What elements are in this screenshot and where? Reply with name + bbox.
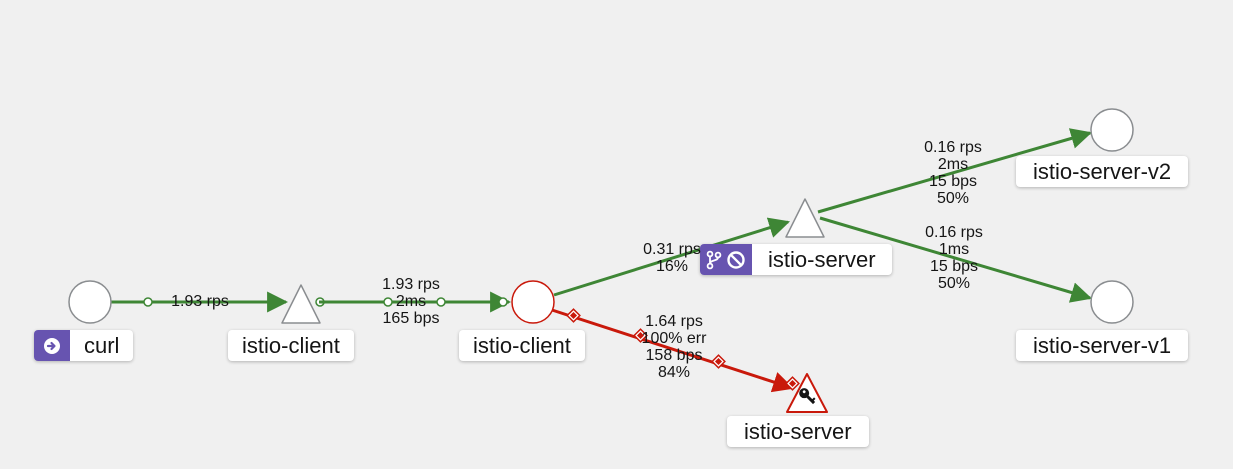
node-istio-server-v1[interactable]: [1090, 280, 1134, 324]
edge-label-istio-client-to-app: 1.93 rps 2ms 165 bps: [382, 276, 440, 327]
edge-label-curl-to-istio-client: 1.93 rps: [171, 293, 229, 310]
node-label-text: istio-server: [744, 418, 852, 444]
arrow-circle-right-icon: [44, 337, 60, 354]
edge-label-line: 1ms: [938, 241, 970, 258]
ban-icon: [727, 250, 745, 269]
node-istio-server-service[interactable]: [785, 198, 825, 238]
node-label-curl[interactable]: curl: [34, 330, 134, 361]
node-label-text: curl: [84, 332, 120, 358]
node-label-text: istio-server-v2: [1033, 158, 1172, 184]
edge-label-line: 100% err: [641, 330, 707, 347]
badge: [34, 330, 70, 361]
edge-traffic-dot: [436, 297, 446, 307]
edge-label-line: 50%: [937, 275, 971, 292]
edge-label-istio-server-to-v1: 0.16 rps 1ms 15 bps 50%: [925, 224, 983, 292]
code-branch-icon: [706, 250, 722, 269]
edge-label-line: 16%: [655, 258, 689, 275]
edge-label-line: 15 bps: [928, 173, 978, 190]
edge-label-line: 1.93 rps: [382, 276, 440, 293]
edge-label-line: 84%: [657, 364, 691, 381]
node-istio-server-error[interactable]: [786, 373, 828, 413]
error-traffic-marker-dots: [569, 311, 797, 388]
node-label-istio-server-service[interactable]: istio-server: [700, 244, 892, 275]
node-istio-client-service[interactable]: [281, 284, 321, 324]
node-label-istio-server-v2[interactable]: istio-server-v2: [1016, 156, 1189, 187]
badge: [700, 244, 752, 275]
edge-label-line: 2ms: [937, 156, 969, 173]
edge-label-line: 158 bps: [645, 347, 703, 364]
node-istio-client-app[interactable]: [511, 280, 555, 324]
edge-label-line: 15 bps: [929, 258, 979, 275]
edge-label-line: 165 bps: [382, 310, 440, 327]
edge-istio-server-to-v2[interactable]: [817, 128, 1093, 214]
edge-label-line: 0.31 rps: [643, 241, 701, 258]
edge-label-istio-server-to-v2: 0.16 rps 2ms 15 bps 50%: [924, 139, 982, 207]
edge-istio-client-to-istio-server-error[interactable]: [551, 308, 794, 393]
node-label-istio-client-app[interactable]: istio-client: [459, 330, 585, 361]
node-label-istio-server-v1[interactable]: istio-server-v1: [1016, 330, 1189, 361]
edge-istio-server-to-v1[interactable]: [819, 216, 1093, 303]
edge-label-line: 0.16 rps: [924, 139, 982, 156]
node-label-istio-client-service[interactable]: istio-client: [228, 330, 354, 361]
node-label-text: istio-server: [768, 246, 876, 272]
edge-label-line: 1.64 rps: [645, 313, 703, 330]
edge-label-line: 2ms: [395, 293, 427, 310]
node-curl[interactable]: [68, 280, 112, 324]
node-istio-server-v2[interactable]: [1090, 108, 1134, 152]
edge-traffic-dot: [143, 297, 153, 307]
edge-label-line: 50%: [936, 190, 970, 207]
node-label-text: istio-server-v1: [1033, 332, 1172, 358]
edge-label-app-to-istio-server-error: 1.64 rps 100% err 158 bps 84%: [642, 313, 707, 381]
node-label-istio-server-error[interactable]: istio-server: [727, 416, 869, 447]
node-label-text: istio-client: [473, 332, 571, 358]
key-icon: [799, 388, 816, 405]
edge-label-line: 0.16 rps: [925, 224, 983, 241]
edge-label-line: 1.93 rps: [171, 293, 229, 310]
edge-label-app-to-istio-server: 0.31 rps 16%: [643, 241, 701, 275]
edge-traffic-dot: [498, 297, 508, 307]
edge-istio-client-to-istio-server-service[interactable]: [553, 217, 791, 297]
edge-traffic-dot: [383, 297, 393, 307]
node-label-text: istio-client: [242, 332, 340, 358]
